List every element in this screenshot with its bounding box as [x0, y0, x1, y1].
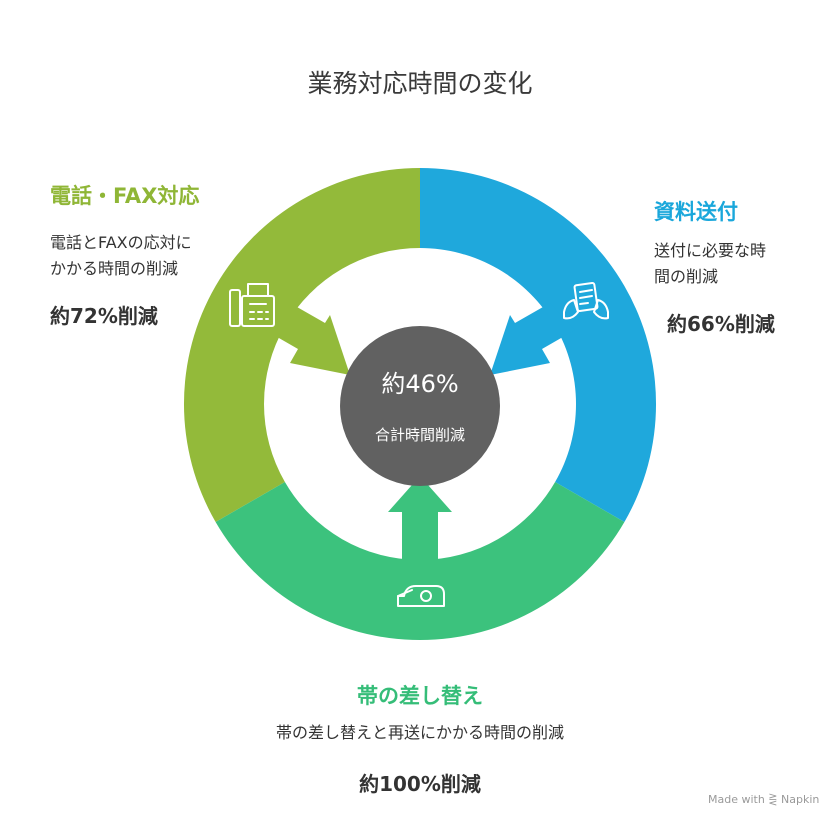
band-stat: 約100%削減	[359, 772, 481, 796]
center-value: 約46%	[381, 370, 459, 398]
documents-stat: 約66%削減	[667, 312, 775, 336]
fax-phone-icon	[229, 283, 275, 327]
segment-phone-fax	[183, 168, 420, 522]
documents-title: 資料送付	[654, 200, 738, 224]
center-circle	[340, 326, 500, 486]
phone-fax-stat: 約72%削減	[50, 304, 158, 328]
band-description: 帯の差し替えと再送にかかる時間の削減	[275, 723, 564, 742]
tape-dispenser-icon	[397, 585, 445, 607]
documents-description: 送付に必要な時 間の削減	[654, 241, 767, 286]
document-hands-icon	[563, 281, 609, 320]
phone-fax-description: 電話とFAXの応対に かかる時間の削減	[50, 233, 192, 278]
arrow-band	[388, 476, 452, 560]
band-title: 帯の差し替え	[357, 684, 483, 708]
arrow-documents	[490, 303, 575, 375]
center-label: 合計時間削減	[374, 426, 465, 444]
arrow-phone-fax	[265, 303, 350, 375]
segment-documents	[420, 168, 657, 522]
phone-fax-title: 電話・FAX対応	[50, 184, 200, 208]
segment-band	[215, 482, 625, 641]
napkin-watermark: Made with ⋛ Napkin	[708, 793, 820, 806]
diagram-title: 業務対応時間の変化	[307, 69, 533, 98]
